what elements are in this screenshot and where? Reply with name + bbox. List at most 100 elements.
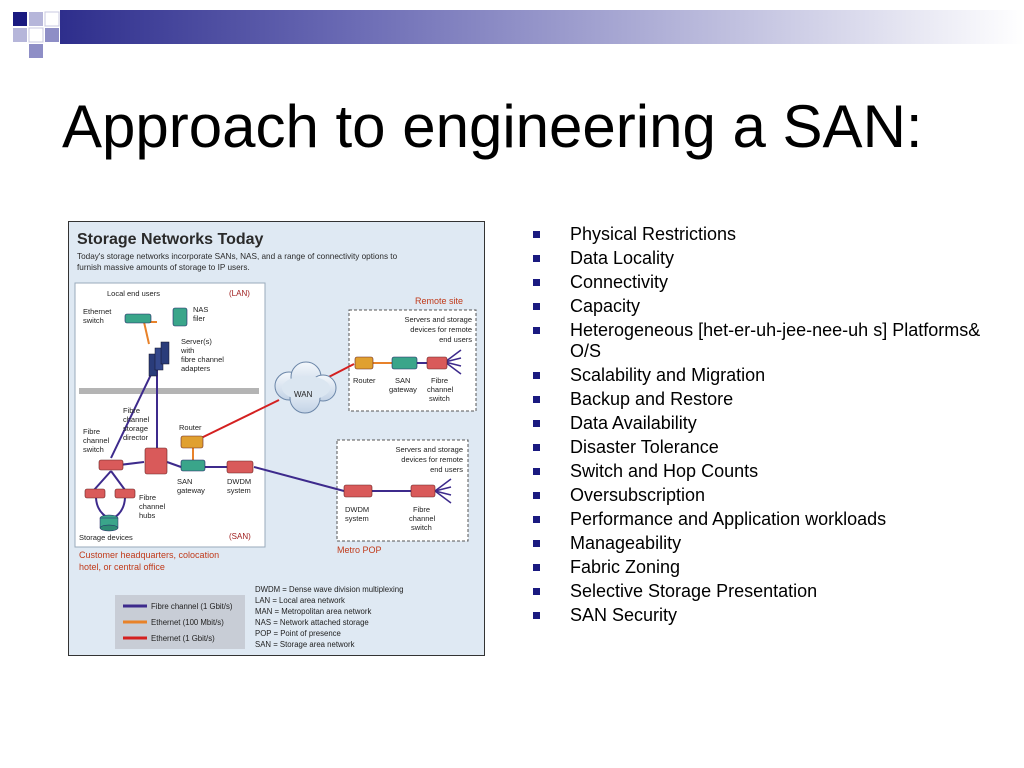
remote-fc-switch-icon [426, 356, 448, 370]
list-item: SAN Security [530, 605, 990, 626]
remote-servers-label-3: end users [439, 335, 472, 344]
abbr-lan: LAN = Local area network [255, 596, 345, 605]
list-item-text: Manageability [570, 533, 682, 553]
ethernet-switch-label-1: Ethernet [83, 307, 112, 316]
list-item: Oversubscription [530, 485, 990, 506]
san-gateway-label-1: SAN [177, 477, 192, 486]
servers-label-1: Server(s) [181, 337, 212, 346]
fc-director-label-2: channel [123, 415, 150, 424]
metro-fc-switch-label-3: switch [411, 523, 432, 532]
metro-servers-label-1: Servers and storage [395, 445, 463, 454]
list-item: Switch and Hop Counts [530, 461, 990, 482]
remote-router-icon [354, 356, 374, 370]
bullet-square-icon [533, 255, 540, 262]
nas-filer-label-1: NAS [193, 305, 208, 314]
remote-san-gateway-label-1: SAN [395, 376, 410, 385]
list-item: Backup and Restore [530, 389, 990, 410]
list-item-text: Performance and Application workloads [570, 509, 887, 529]
metro-dwdm-label-1: DWDM [345, 505, 369, 514]
dwdm-system-icon [226, 460, 254, 474]
diagram-subtitle-line1: Today's storage networks incorporate SAN… [77, 252, 398, 261]
list-item-text: Data Availability [570, 413, 697, 433]
fc-switch-label-1: Fibre [83, 427, 100, 436]
bullet-square-icon [533, 231, 540, 238]
customer-site-box [74, 282, 266, 548]
fc-hub-icon [84, 488, 106, 499]
diagram-title: Storage Networks Today [77, 231, 264, 248]
diagram-subtitle-line2: furnish massive amounts of storage to IP… [77, 263, 250, 272]
server-rack-icon [148, 341, 170, 377]
fc-director-label-1: Fibre [123, 406, 140, 415]
list-item-text: Switch and Hop Counts [570, 461, 759, 481]
fc-director-label-3: storage [123, 424, 148, 433]
nas-filer-icon [172, 307, 188, 327]
lan-san-divider [79, 388, 259, 394]
san-gateway-label-2: gateway [177, 486, 205, 495]
legend-eth1g-label: Ethernet (1 Gbit/s) [151, 634, 215, 643]
metro-pop-label: Metro POP [337, 545, 382, 555]
legend-fc-label: Fibre channel (1 Gbit/s) [151, 602, 233, 611]
fc-hubs-label-2: channel [139, 502, 166, 511]
list-item: Heterogeneous [het-er-uh-jee-nee-uh s] P… [530, 320, 990, 362]
considerations-list: Physical Restrictions Data Locality Conn… [530, 224, 990, 629]
metro-fc-switch-icon [410, 484, 436, 498]
list-item: Scalability and Migration [530, 365, 990, 386]
fc-director-label-4: director [123, 433, 149, 442]
local-end-users-label: Local end users [107, 289, 160, 298]
router-icon [180, 435, 204, 449]
servers-label-4: adapters [181, 364, 210, 373]
bullet-square-icon [533, 279, 540, 286]
list-item-text: SAN Security [570, 605, 678, 625]
san-label: (SAN) [229, 532, 251, 541]
storage-networks-diagram: Storage Networks Today Today's storage n… [68, 221, 485, 656]
remote-site-label: Remote site [415, 296, 463, 306]
diagram-canvas: Storage Networks Today Today's storage n… [69, 222, 484, 655]
fc-hubs-label-1: Fibre [139, 493, 156, 502]
bullet-square-icon [533, 564, 540, 571]
list-item: Data Availability [530, 413, 990, 434]
ethernet-switch-label-2: switch [83, 316, 104, 325]
nas-filer-label-2: filer [193, 314, 206, 323]
title-accent-band [60, 10, 1024, 44]
list-item-text: Connectivity [570, 272, 669, 292]
remote-fc-switch-label-3: switch [429, 394, 450, 403]
list-item-text: Oversubscription [570, 485, 706, 505]
abbr-pop: POP = Point of presence [255, 629, 341, 638]
bullet-square-icon [533, 468, 540, 475]
fc-director-icon [144, 447, 168, 475]
bullet-square-icon [533, 396, 540, 403]
router-label: Router [179, 423, 202, 432]
bullet-square-icon [533, 303, 540, 310]
metro-fc-switch-label-1: Fibre [413, 505, 430, 514]
metro-dwdm-icon [343, 484, 373, 498]
list-item: Disaster Tolerance [530, 437, 990, 458]
metro-servers-label-3: end users [430, 465, 463, 474]
bullet-square-icon [533, 327, 540, 334]
slide-title: Approach to engineering a SAN: [62, 93, 923, 160]
remote-san-gateway-label-2: gateway [389, 385, 417, 394]
list-item: Capacity [530, 296, 990, 317]
abbr-nas: NAS = Network attached storage [255, 618, 369, 627]
san-gateway-icon [180, 459, 206, 472]
list-item-text: Scalability and Migration [570, 365, 766, 385]
wan-label: WAN [294, 390, 313, 399]
ethernet-switch-icon [124, 313, 152, 324]
remote-servers-label-1: Servers and storage [404, 315, 472, 324]
fc-switch-label-3: switch [83, 445, 104, 454]
list-item: Data Locality [530, 248, 990, 269]
list-item-text: Disaster Tolerance [570, 437, 719, 457]
metro-fc-switch-label-2: channel [409, 514, 436, 523]
servers-label-2: with [180, 346, 194, 355]
list-item: Physical Restrictions [530, 224, 990, 245]
fc-switch-label-2: channel [83, 436, 110, 445]
list-item: Manageability [530, 533, 990, 554]
bullet-square-icon [533, 612, 540, 619]
list-item-text: Backup and Restore [570, 389, 734, 409]
bullet-square-icon [533, 492, 540, 499]
list-item-text: Capacity [570, 296, 641, 316]
list-item-text: Heterogeneous [het-er-uh-jee-nee-uh s] P… [570, 320, 981, 361]
remote-router-label: Router [353, 376, 376, 385]
list-item: Selective Storage Presentation [530, 581, 990, 602]
abbr-man: MAN = Metropolitan area network [255, 607, 371, 616]
metro-servers-label-2: devices for remote [401, 455, 463, 464]
